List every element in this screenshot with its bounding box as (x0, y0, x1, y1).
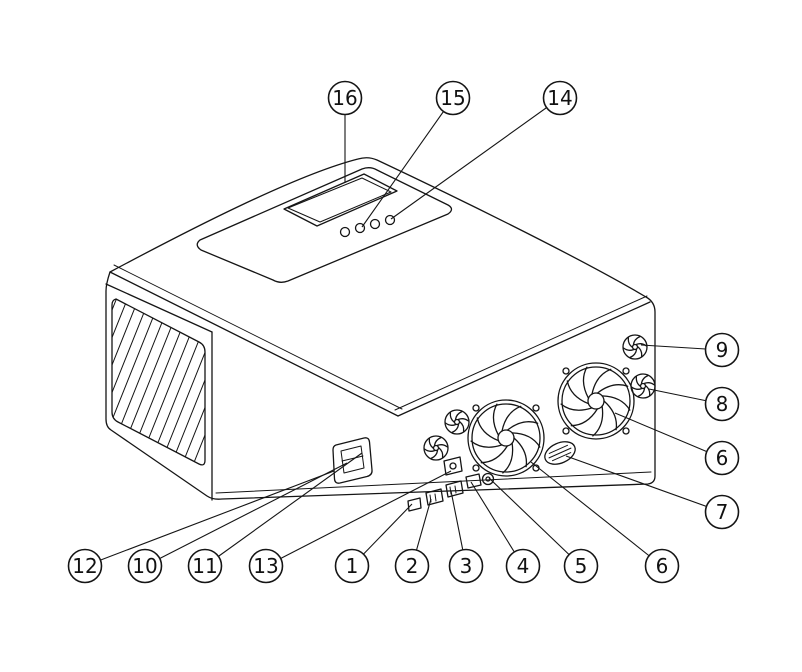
callout-6-bottom: 6 (530, 461, 680, 584)
callout-circle-8 (704, 386, 740, 422)
cooling-fan-left (467, 399, 545, 477)
lid-edge-highlight-left (113, 264, 403, 410)
callout-16: 16 (327, 80, 363, 183)
callout-circle-14 (542, 80, 578, 116)
oval-vent (544, 441, 576, 465)
left-face-top-edge (105, 283, 213, 333)
power-switch (332, 437, 373, 484)
leader-line-12 (84, 470, 335, 567)
callout-circle-2 (394, 548, 430, 584)
callout-label-1: 1 (346, 554, 359, 578)
leader-line-7 (565, 455, 723, 513)
callout-circle-6-right (704, 440, 740, 476)
callout-label-2: 2 (406, 554, 419, 578)
callout-label-4: 4 (517, 554, 530, 578)
callout-label-5: 5 (575, 554, 588, 578)
recessed-control-panel (196, 167, 453, 283)
callout-11: 11 (187, 452, 363, 584)
round-vent-bottom-right (630, 373, 656, 399)
leader-line-6-right (614, 412, 723, 459)
leader-line-10 (144, 462, 348, 567)
round-vent-left-b (444, 409, 470, 435)
round-vent-top-right (622, 334, 648, 360)
callout-label-16: 16 (332, 86, 357, 110)
leader-line-6-bottom (530, 461, 663, 567)
lid-front-left-edge (109, 271, 399, 417)
callout-2: 2 (394, 498, 432, 584)
top-panel (109, 167, 651, 417)
front-panel (215, 334, 656, 512)
display-screen (287, 177, 392, 223)
callout-circle-13 (248, 548, 284, 584)
lid-front-right-edge (397, 301, 651, 417)
unit-silhouette (105, 157, 656, 500)
callout-12: 12 (67, 470, 335, 584)
callout-circle-7 (704, 494, 740, 530)
callout-15: 15 (361, 80, 471, 228)
callout-label-15: 15 (440, 86, 465, 110)
callout-label-10: 10 (132, 554, 157, 578)
leader-line-5 (488, 477, 582, 567)
callout-label-6-bottom: 6 (656, 554, 669, 578)
callout-label-9: 9 (716, 338, 729, 362)
callout-circle-12 (67, 548, 103, 584)
leader-line-15 (361, 97, 454, 228)
callout-label-11: 11 (192, 554, 217, 578)
callout-label-13: 13 (253, 554, 278, 578)
round-vent-left-a (423, 435, 449, 461)
callout-1: 1 (334, 503, 413, 584)
callout-circle-11 (187, 548, 223, 584)
callout-label-7: 7 (716, 500, 729, 524)
callout-9: 9 (640, 332, 740, 368)
leader-line-14 (390, 97, 561, 220)
callout-circle-5 (563, 548, 599, 584)
callout-circle-16 (327, 80, 363, 116)
inverter-unit (105, 157, 656, 512)
port-1 (407, 497, 422, 512)
leader-line-11 (204, 452, 363, 567)
callout-3: 3 (448, 490, 484, 584)
callout-circle-15 (435, 80, 471, 116)
lcd-display (283, 173, 398, 227)
display-bezel (283, 173, 398, 227)
callout-8: 8 (648, 386, 740, 422)
leader-line-13 (265, 470, 452, 567)
callout-circle-4 (505, 548, 541, 584)
callout-label-14: 14 (547, 86, 572, 110)
port-4 (465, 473, 482, 489)
front-bottom-trim (215, 471, 652, 494)
callout-label-3: 3 (460, 554, 473, 578)
led-1 (339, 226, 351, 238)
led-3 (369, 218, 381, 230)
cooling-fan-right (557, 362, 635, 440)
port-5 (481, 472, 495, 486)
callout-label-8: 8 (716, 392, 729, 416)
port-3 (445, 480, 464, 498)
lid-edge-highlight-right (394, 295, 648, 411)
function-button (384, 214, 396, 226)
callout-circle-1 (334, 548, 370, 584)
callout-circle-9 (704, 332, 740, 368)
callout-circle-10 (127, 548, 163, 584)
callout-circle-3 (448, 548, 484, 584)
callout-6-right: 6 (614, 412, 740, 476)
louver-outline (111, 298, 206, 466)
callout-label-6-right: 6 (716, 446, 729, 470)
callout-4: 4 (470, 481, 541, 584)
callout-13: 13 (248, 470, 452, 584)
callout-label-12: 12 (72, 554, 97, 578)
callout-14: 14 (390, 80, 578, 220)
callout-circle-6-bottom (644, 548, 680, 584)
led-2 (354, 222, 366, 234)
callout-5: 5 (488, 477, 599, 584)
callout-10: 10 (127, 462, 348, 584)
square-port (443, 456, 463, 476)
led-indicators (339, 214, 396, 238)
callout-7: 7 (565, 455, 740, 530)
